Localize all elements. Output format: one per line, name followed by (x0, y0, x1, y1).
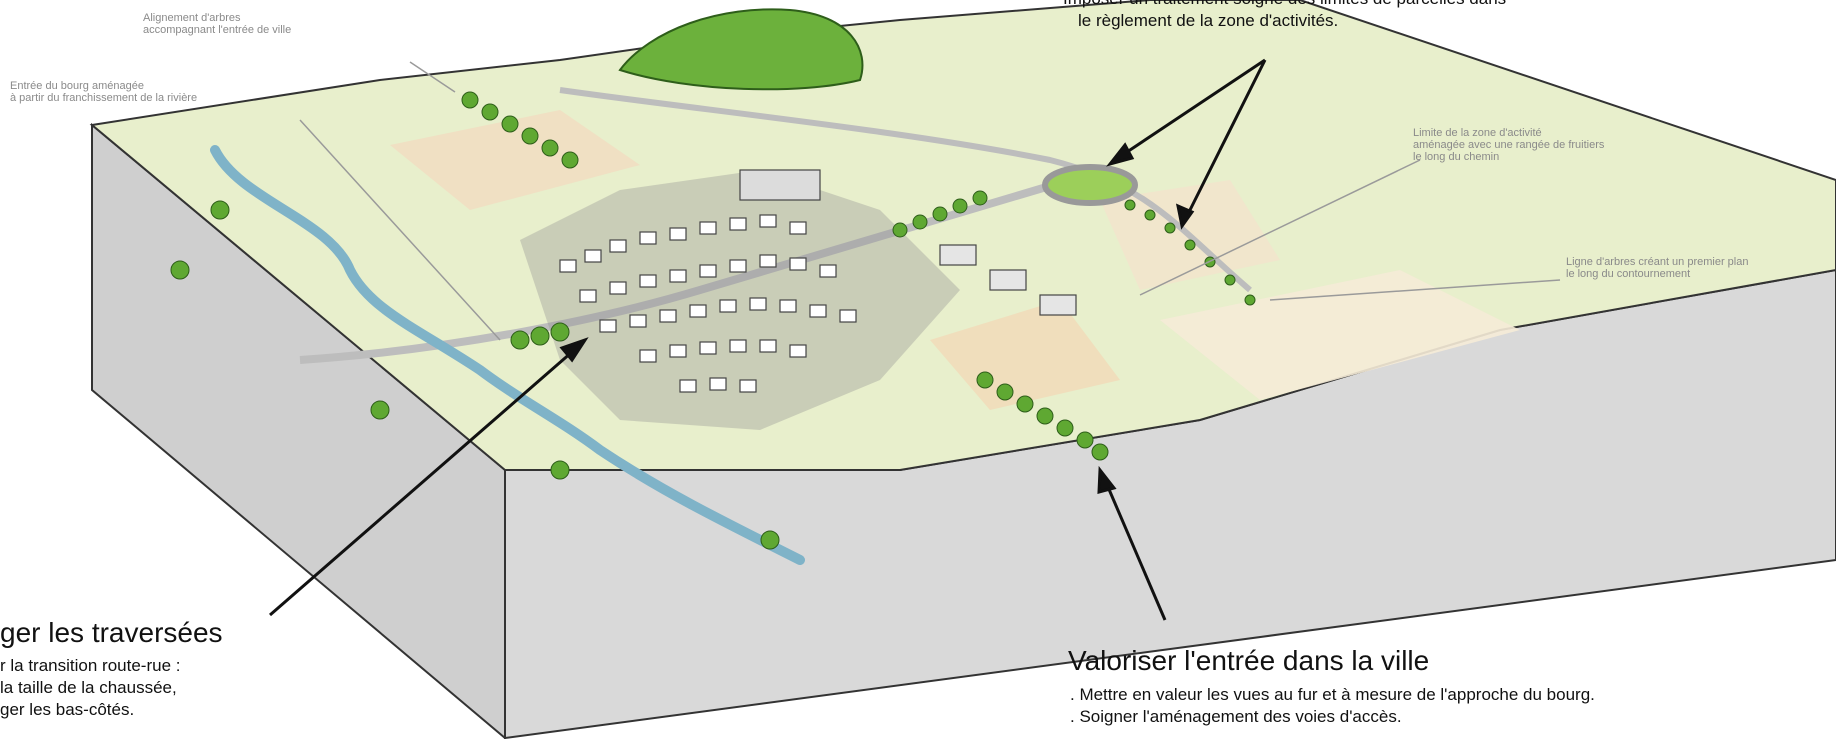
label-tree-line: Ligne d'arbres créant un premier plan le… (1566, 256, 1749, 280)
label-bourg-entrance: Entrée du bourg aménagée à partir du fra… (10, 80, 198, 104)
field-1 (390, 110, 640, 210)
wooded-hill (618, 8, 864, 91)
roundabout (1042, 164, 1138, 206)
village-area (520, 170, 960, 430)
village-houses (559, 169, 1077, 393)
label-zone-limit: Limite de la zone d'activité aménagée av… (1413, 127, 1605, 163)
label-trees-entrance: Alignement d'arbres accompagnant l'entré… (143, 12, 292, 36)
top-right-note-line2: le règlement de la zone d'activités. (1078, 11, 1339, 30)
pointer-lines (299, 61, 1561, 341)
river (210, 145, 805, 565)
bottom-left-lines: r la transition route-rue : la taille de… (0, 656, 181, 719)
bottom-right-title: Valoriser l'entrée dans la ville (1068, 645, 1430, 676)
bypass-road (559, 87, 1252, 293)
tree-rows (170, 91, 1256, 550)
top-right-note-line1: Imposer un traitement soigné des limites… (1063, 0, 1506, 10)
bottom-right-lines: . Mettre en valeur les vues au fur et à … (1070, 685, 1595, 726)
bottom-left-title: ger les traversées (0, 617, 223, 648)
arrows (269, 58, 1267, 621)
